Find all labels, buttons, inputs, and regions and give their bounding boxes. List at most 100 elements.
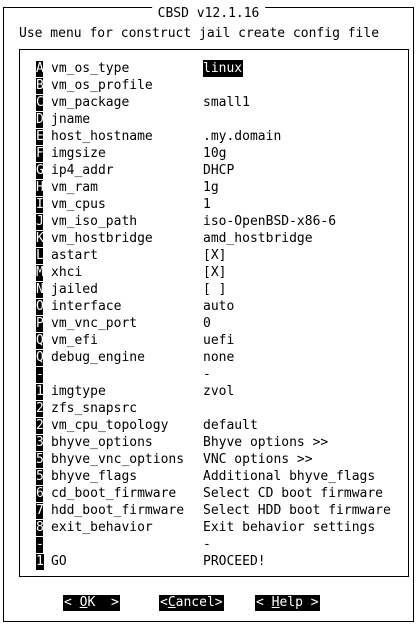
menu-item-value: Select HDD boot firmware bbox=[203, 503, 391, 518]
menu-item-hotkey: 10 bbox=[36, 554, 52, 570]
help-button[interactable]: < Help > bbox=[255, 595, 320, 611]
menu-item-name: xhci bbox=[51, 265, 83, 280]
menu-item[interactable]: -- bbox=[36, 366, 406, 383]
menu-item-name: vm_os_profile bbox=[51, 78, 153, 93]
help-button-prefix: < bbox=[256, 595, 272, 610]
help-button-suffix: elp > bbox=[279, 595, 319, 610]
menu-item-hotkey: 7 bbox=[36, 503, 44, 519]
menu-item-name: vm_efi bbox=[51, 333, 98, 348]
menu-item-hotkey: 8 bbox=[36, 520, 44, 536]
ok-button[interactable]: < OK > bbox=[63, 595, 120, 611]
menu-item-value: linux bbox=[203, 60, 244, 77]
cancel-button[interactable]: <Cancel> bbox=[159, 595, 224, 611]
menu-item-value: 0 bbox=[203, 316, 211, 331]
menu-item-hotkey: B bbox=[36, 78, 44, 94]
menu-item-name: debug_engine bbox=[51, 350, 145, 365]
menu-item-hotkey: 1 bbox=[36, 384, 44, 400]
menu-item-value: 1g bbox=[203, 180, 219, 195]
menu-item-hotkey: N bbox=[36, 282, 44, 298]
menu-item-name: hdd_boot_firmware bbox=[51, 503, 185, 518]
menu-item-hotkey: A bbox=[36, 61, 44, 77]
menu-item-hotkey: Q bbox=[36, 333, 44, 349]
menu-item-name: vm_os_type bbox=[51, 61, 130, 76]
menu-item-hotkey: Q bbox=[36, 350, 44, 366]
dialog-title: CBSD v12.1.16 bbox=[151, 7, 266, 21]
cancel-button-suffix: ancel> bbox=[175, 595, 223, 610]
dialog-frame: CBSD v12.1.16 Use menu for construct jai… bbox=[3, 7, 414, 622]
menu-item-hotkey: 5 bbox=[36, 469, 44, 485]
menu-item-hotkey: J bbox=[36, 214, 44, 230]
menu-item-name: GO bbox=[51, 554, 67, 569]
menu-item-hotkey: H bbox=[36, 180, 44, 196]
menu-item-hotkey: P bbox=[36, 316, 44, 332]
menu-item-hotkey: L bbox=[36, 248, 44, 264]
menu-item-value: [X] bbox=[203, 248, 227, 263]
menu-item-name: bhyve_vnc_options bbox=[51, 452, 185, 467]
menu-item-name: vm_ram bbox=[51, 180, 98, 195]
menu-item-hotkey: 2 bbox=[36, 401, 44, 417]
menu-item-name: jname bbox=[51, 112, 91, 127]
menu-item-name: imgtype bbox=[51, 384, 106, 399]
menu-item-hotkey: E bbox=[36, 129, 44, 145]
menu-item[interactable]: 6 cd_boot_firmware Select CD boot firmware bbox=[36, 485, 406, 502]
menu-item-name: vm_cpus bbox=[51, 197, 106, 212]
menu-item-hotkey: 5 bbox=[36, 452, 44, 468]
menu-item-value: [X] bbox=[203, 265, 227, 280]
menu-item-name: exit_behavior bbox=[51, 520, 153, 535]
menu-item-hotkey: 2 bbox=[36, 418, 44, 434]
ok-button-suffix: K > bbox=[87, 595, 119, 610]
menu-item-value: auto bbox=[203, 299, 235, 314]
menu-item-hotkey: 3 bbox=[36, 435, 44, 451]
menu-item[interactable]: 2 zfs_snapsrc bbox=[36, 400, 406, 417]
menu-item-value: zvol bbox=[203, 384, 235, 399]
menu-item-value: [ ] bbox=[203, 282, 227, 297]
cancel-button-prefix: < bbox=[160, 595, 168, 610]
menu-item-value: 1 bbox=[203, 197, 211, 212]
menu-item-name: interface bbox=[51, 299, 122, 314]
menu-item-value: uefi bbox=[203, 333, 235, 348]
menu-item-hotkey: D bbox=[36, 112, 44, 128]
menu-item-hotkey: 6 bbox=[36, 486, 44, 502]
menu-item-name: cd_boot_firmware bbox=[51, 486, 177, 501]
menu-item-name: imgsize bbox=[51, 146, 106, 161]
menu-item[interactable]: 1 imgtype zvol bbox=[36, 383, 406, 400]
menu-item-name: astart bbox=[51, 248, 98, 263]
menu-item-name: vm_hostbridge bbox=[51, 231, 153, 246]
menu-item-name: ip4_addr bbox=[51, 163, 114, 178]
menu-item-value: Select CD boot firmware bbox=[203, 486, 384, 501]
menu-item-hotkey: O bbox=[36, 299, 44, 315]
cancel-button-hotkey: C bbox=[167, 595, 176, 610]
menu-item-name: zfs_snapsrc bbox=[51, 401, 138, 416]
menu-item[interactable]: 7 hdd_boot_firmware Select HDD boot firmwa… bbox=[36, 502, 406, 519]
menu-item-hotkey: C bbox=[36, 95, 44, 111]
menu-item[interactable]: -- bbox=[36, 536, 406, 553]
menu-item-value: none bbox=[203, 350, 235, 365]
menu-item-value: amd_hostbridge bbox=[203, 231, 313, 246]
